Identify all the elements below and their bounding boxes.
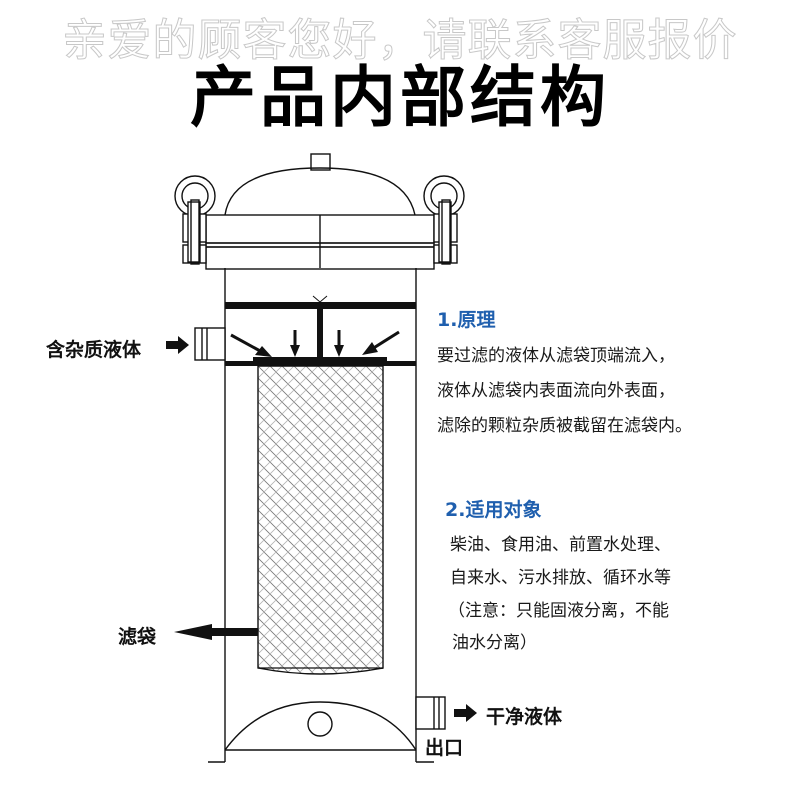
section-principle-line: 滤除的颗粒杂质被截留在滤袋内。	[437, 416, 692, 436]
section-principle-line: 要过滤的液体从滤袋顶端流入，	[437, 346, 675, 366]
right-clamp	[423, 175, 465, 265]
right-arrow-icon	[454, 704, 477, 722]
outlet-pipe	[415, 696, 446, 730]
section-principle-line: 液体从滤袋内表面流向外表面，	[437, 381, 675, 401]
housing-lid	[205, 153, 435, 270]
section-applications-line: （注意：只能固液分离，不能	[448, 601, 669, 621]
watermark-text: 亲爱的顾客您好，请联系客服报价	[62, 15, 738, 67]
housing-bottom	[224, 701, 417, 751]
flow-arrows	[230, 330, 400, 357]
left-arrow-icon	[174, 624, 258, 640]
section-applications-line: 油水分离）	[452, 633, 537, 653]
inlet-chamber	[225, 295, 416, 366]
section-applications-line: 自来水、污水排放、循环水等	[450, 568, 671, 588]
left-clamp	[174, 175, 216, 265]
section-applications-line: 柴油、食用油、前置水处理、	[450, 535, 671, 555]
filter-bag-label: 滤袋	[118, 626, 157, 648]
inlet-label: 含杂质液体	[46, 339, 142, 361]
filter-bag	[257, 365, 384, 675]
section-applications-title: 2.适用对象	[445, 499, 542, 521]
section-principle-title: 1.原理	[437, 309, 496, 331]
outlet-label: 出口	[425, 737, 464, 759]
inlet-pipe	[194, 327, 226, 361]
clean-liquid-label: 干净液体	[486, 706, 563, 728]
right-arrow-icon	[166, 336, 189, 354]
page-title: 产品内部结构	[190, 59, 610, 136]
